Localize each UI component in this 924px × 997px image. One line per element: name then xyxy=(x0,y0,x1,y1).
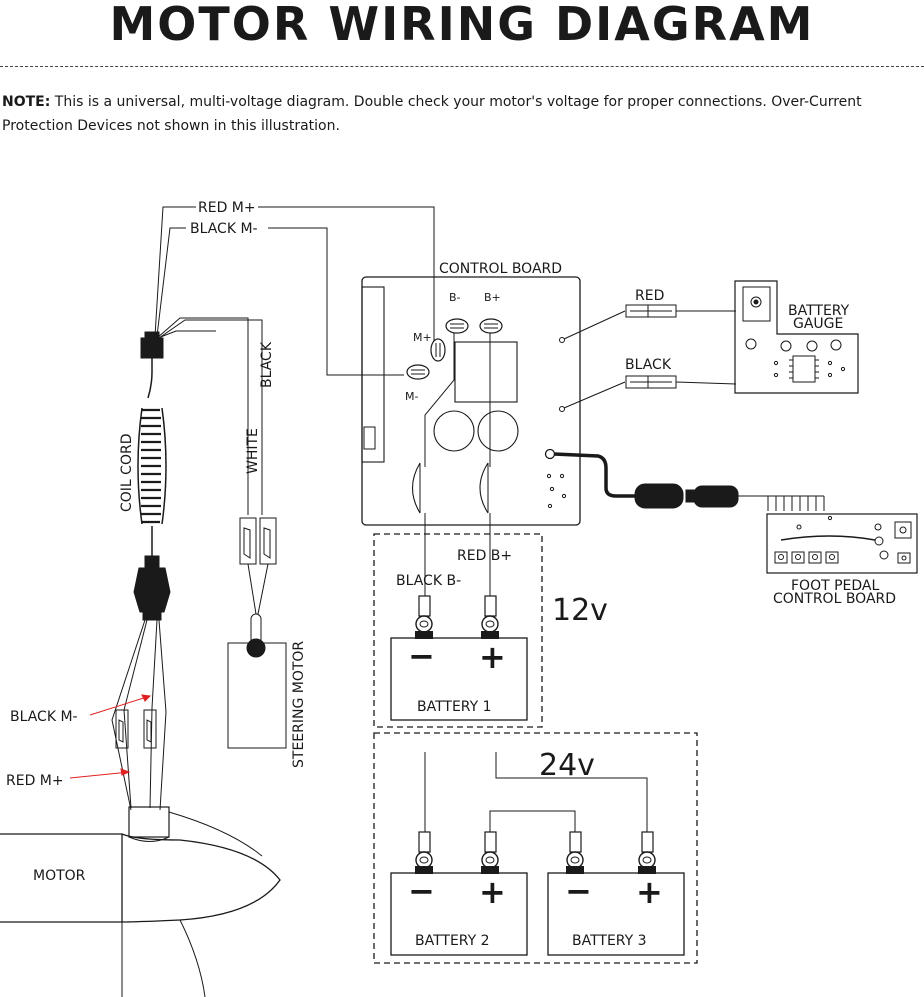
battery-2-minus-sign: − xyxy=(408,872,435,910)
page-title: MOTOR WIRING DIAGRAM xyxy=(109,0,815,51)
battery-2: − + BATTERY 2 xyxy=(390,831,528,956)
black-gauge-wire-label: BLACK xyxy=(625,357,672,373)
steering-motor-label: STEERING MOTOR xyxy=(291,641,307,768)
battery-gauge-label-line2: GAUGE xyxy=(793,316,843,332)
motor-label: MOTOR xyxy=(33,868,86,884)
black-wire-label: BLACK xyxy=(259,341,275,388)
m-minus-label: M- xyxy=(405,390,418,403)
red-m-plus-top-label: RED M+ xyxy=(198,200,256,216)
battery-3-plus-sign: + xyxy=(636,873,663,911)
battery-1-minus-sign: − xyxy=(408,637,435,675)
foot-pedal-board: FOOT PEDAL CONTROL BOARD xyxy=(766,513,918,607)
voltage-24v-label: 24v xyxy=(539,748,595,783)
battery-3-minus-sign: − xyxy=(565,872,592,910)
black-b-minus-label: BLACK B- xyxy=(396,573,461,589)
red-m-plus-left-label: RED M+ xyxy=(6,773,64,789)
section-24v: 24v xyxy=(373,732,698,964)
battery-gauge: BATTERY GAUGE xyxy=(734,280,859,394)
m-plus-label: M+ xyxy=(413,331,432,344)
section-12v: RED B+ BLACK B- 12v xyxy=(373,513,608,728)
coil-cord-label: COIL CORD xyxy=(119,434,135,512)
note-text: This is a universal, multi-voltage diagr… xyxy=(2,94,862,134)
motor-leads xyxy=(111,619,167,811)
battery-2-plus-sign: + xyxy=(479,873,506,911)
foot-pedal-cable xyxy=(553,452,825,511)
voltage-12v-label: 12v xyxy=(552,593,608,628)
battery-1-label: BATTERY 1 xyxy=(417,699,492,715)
red-gauge-wire-label: RED xyxy=(635,288,664,304)
note-label: NOTE: xyxy=(2,94,51,110)
control-board: CONTROL BOARD B- B+ M+ M- xyxy=(361,261,581,526)
black-m-minus-top-label: BLACK M- xyxy=(190,221,258,237)
steering-motor-wires: WHITE BLACK STEERING MOTOR xyxy=(227,341,307,768)
red-b-plus-label: RED B+ xyxy=(457,548,512,564)
foot-pedal-label-line1: FOOT PEDAL xyxy=(791,578,879,594)
black-m-minus-left-label: BLACK M- xyxy=(10,709,78,725)
battery-gauge-label-line1: BATTERY xyxy=(788,303,850,319)
control-board-label: CONTROL BOARD xyxy=(439,261,562,277)
note-paragraph: NOTE: This is a universal, multi-voltage… xyxy=(2,90,902,138)
b-minus-label: B- xyxy=(449,291,461,304)
battery-3-label: BATTERY 3 xyxy=(572,933,647,949)
dashed-divider xyxy=(0,66,924,67)
white-wire-label: WHITE xyxy=(245,428,261,474)
battery-3: − + BATTERY 3 xyxy=(547,831,685,956)
motor-lead-wires-top: RED M+ BLACK M- xyxy=(154,200,435,515)
battery-2-label: BATTERY 2 xyxy=(415,933,490,949)
motor-lead-callouts xyxy=(69,694,152,779)
b-plus-label: B+ xyxy=(484,291,501,304)
foot-pedal-label-line2: CONTROL BOARD xyxy=(773,591,896,607)
battery-1: − + BATTERY 1 xyxy=(390,595,528,721)
battery-1-plus-sign: + xyxy=(479,638,506,676)
trolling-motor: MOTOR xyxy=(0,806,281,997)
coil-cord: COIL CORD xyxy=(119,331,171,621)
gauge-wires: RED BLACK xyxy=(563,288,737,409)
